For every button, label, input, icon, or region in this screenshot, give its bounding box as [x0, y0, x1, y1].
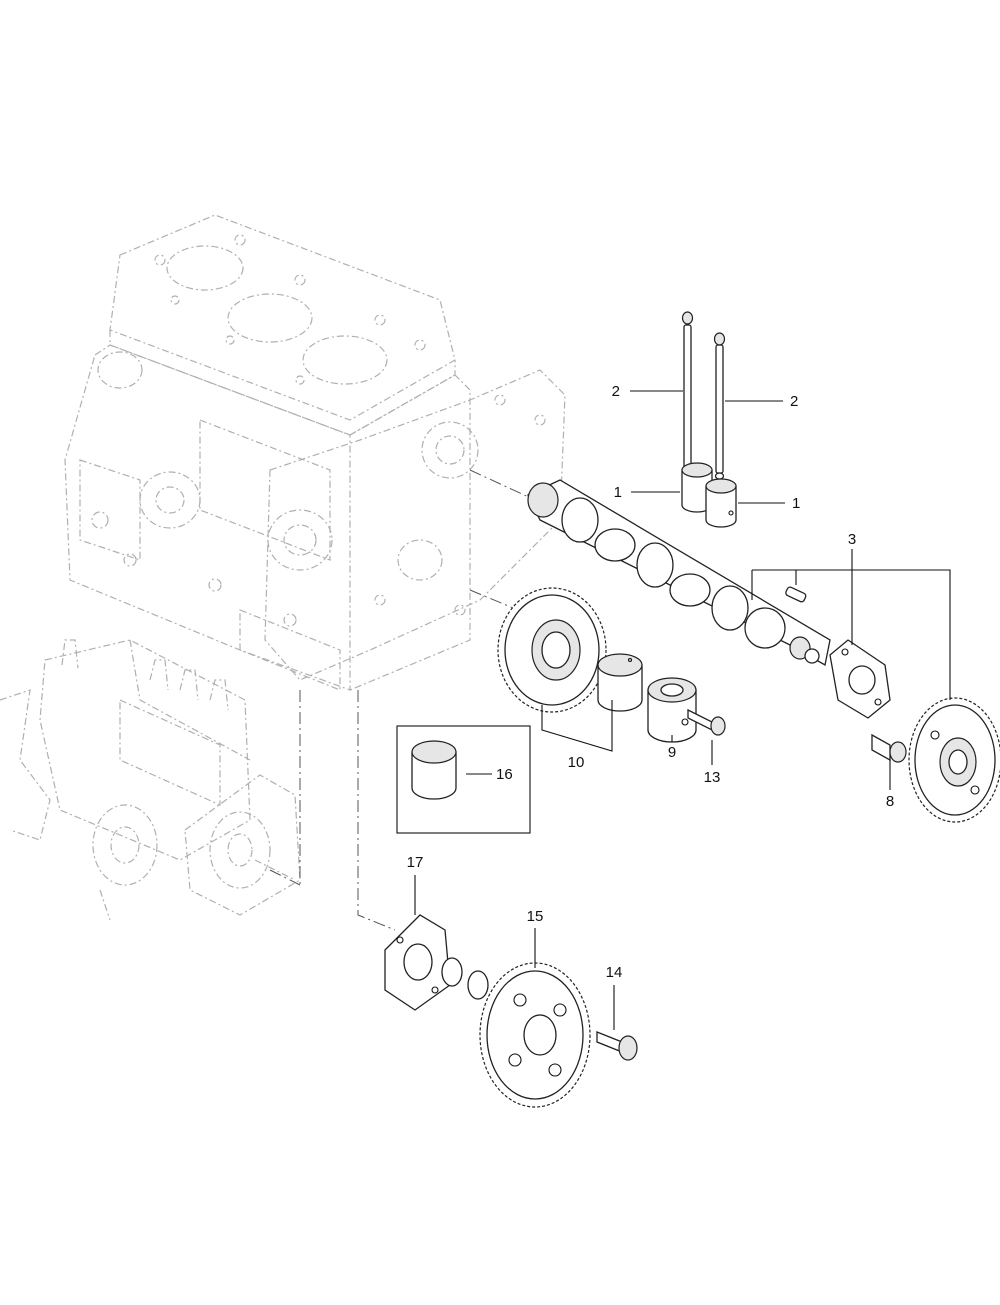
- callout-13: 13: [704, 769, 721, 786]
- leader-lines: [414, 390, 951, 1030]
- pump-drive-gear: [479, 962, 591, 1108]
- callout-2-left: 2: [612, 383, 620, 400]
- callout-labels: 2 2 1 1 3 10 9 13 8 16 17 15 14: [407, 383, 895, 981]
- idler-gear: [497, 587, 607, 713]
- callout-2-right: 2: [790, 393, 798, 410]
- engine-block-phantom: [64, 214, 566, 691]
- tappets: [681, 462, 737, 528]
- injection-pump-phantom: [0, 639, 301, 921]
- callout-1-left: 1: [614, 484, 622, 501]
- idler-shaft: [647, 677, 697, 743]
- callout-10: 10: [568, 754, 585, 771]
- assembly-centerlines: [269, 469, 536, 931]
- callout-15: 15: [527, 908, 544, 925]
- callout-16: 16: [496, 766, 513, 783]
- bolt-14: [596, 1031, 638, 1061]
- cam-gear: [908, 697, 1000, 823]
- callout-9: 9: [668, 744, 676, 761]
- callout-1-right: 1: [792, 495, 800, 512]
- pump-drive-flange: [384, 914, 489, 1011]
- inset-box-bushing: [396, 725, 531, 834]
- callout-14: 14: [606, 964, 623, 981]
- bolt-13: [687, 708, 726, 736]
- camshaft-thrust-plate: [829, 639, 891, 719]
- callout-3: 3: [848, 531, 856, 548]
- push-rods: [681, 311, 726, 492]
- callout-8: 8: [886, 793, 894, 810]
- bolt-8: [871, 733, 907, 763]
- callout-17: 17: [407, 854, 424, 871]
- camshaft: [527, 479, 831, 667]
- idler-bushing: [597, 653, 643, 712]
